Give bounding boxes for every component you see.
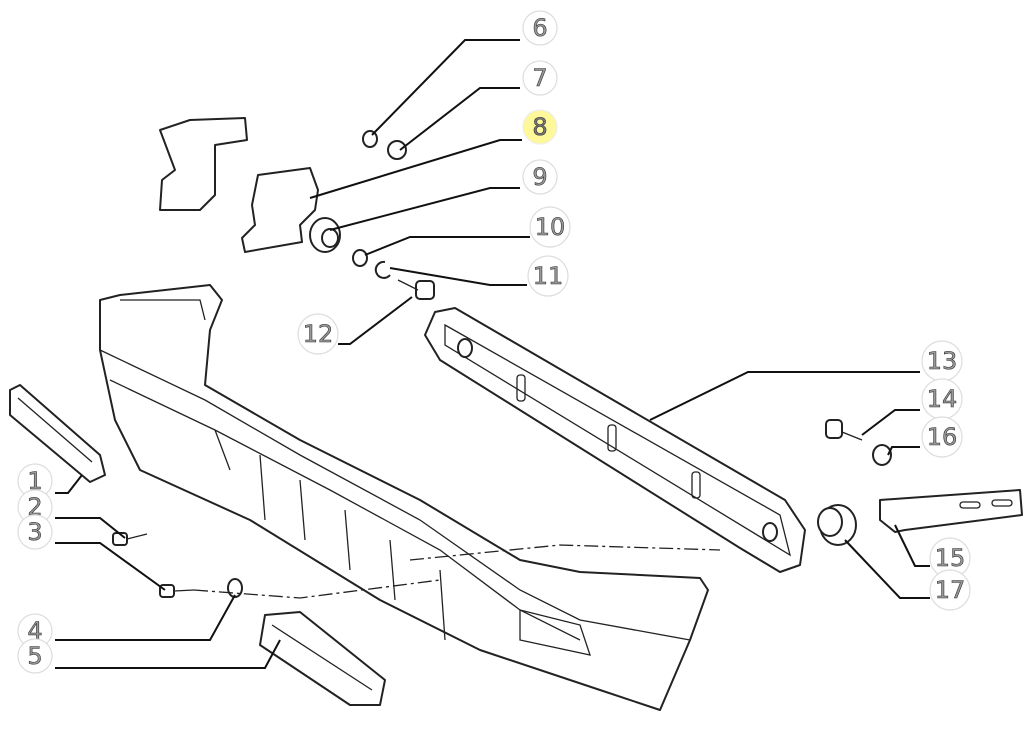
bracket-15 — [879, 489, 1023, 533]
washer-10 — [352, 249, 368, 267]
svg-text:1: 1 — [27, 467, 42, 495]
upper-bracket — [159, 117, 248, 211]
bolt-14 — [825, 419, 863, 441]
bushing-9 — [309, 217, 341, 253]
callout-17[interactable]: 17 — [929, 569, 971, 611]
leader-lines — [55, 39, 930, 669]
callout-10[interactable]: 10 — [529, 206, 571, 248]
svg-text:10: 10 — [535, 213, 566, 241]
svg-text:3: 3 — [27, 518, 42, 546]
callout-9[interactable]: 9 — [522, 159, 558, 195]
nut-7 — [387, 140, 407, 160]
callout-11[interactable]: 11 — [527, 255, 569, 297]
svg-text:7: 7 — [532, 64, 547, 92]
callout-14[interactable]: 14 — [921, 378, 963, 420]
screw-2 — [112, 532, 148, 546]
callout-2[interactable]: 2 — [17, 489, 53, 525]
bushing-17 — [817, 504, 857, 546]
svg-text:14: 14 — [927, 385, 958, 413]
svg-text:12: 12 — [303, 320, 334, 348]
screw-3 — [159, 584, 195, 598]
callout-8[interactable]: 8 — [522, 109, 558, 145]
callout-13[interactable]: 13 — [921, 340, 963, 382]
callout-16[interactable]: 16 — [921, 416, 963, 458]
svg-text:11: 11 — [533, 262, 564, 290]
washer-16 — [872, 444, 892, 466]
reinforcement-bar-13 — [424, 307, 806, 573]
callout-3[interactable]: 3 — [17, 514, 53, 550]
left-reflector — [9, 384, 106, 483]
svg-text:13: 13 — [927, 347, 958, 375]
washer-6 — [362, 130, 378, 148]
callout-15[interactable]: 15 — [929, 537, 971, 579]
bracket-8 — [241, 167, 319, 253]
svg-text:16: 16 — [927, 423, 958, 451]
callout-12[interactable]: 12 — [297, 313, 339, 355]
svg-text:5: 5 — [27, 642, 42, 670]
svg-text:8: 8 — [532, 113, 547, 141]
svg-text:2: 2 — [27, 493, 42, 521]
callout-1[interactable]: 1 — [17, 463, 53, 499]
svg-text:4: 4 — [27, 617, 42, 645]
svg-text:17: 17 — [935, 576, 966, 604]
svg-text:9: 9 — [532, 163, 547, 191]
svg-text:6: 6 — [532, 14, 547, 42]
washer-4 — [227, 578, 243, 598]
callout-7[interactable]: 7 — [522, 60, 558, 96]
bumper — [99, 284, 709, 711]
callout-5[interactable]: 5 — [17, 638, 53, 674]
callout-6[interactable]: 6 — [522, 10, 558, 46]
svg-text:15: 15 — [935, 544, 966, 572]
clip-11 — [374, 260, 391, 279]
lower-reflector — [259, 611, 386, 706]
bolt-12 — [397, 279, 435, 300]
